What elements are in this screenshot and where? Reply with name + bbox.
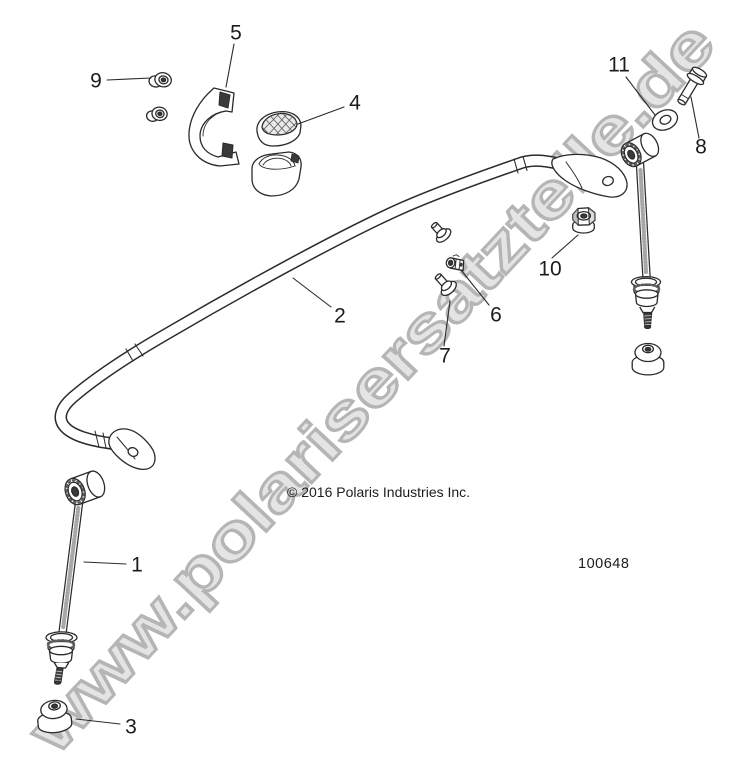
leader-line-1 <box>83 561 127 565</box>
clamp-screw-bottom <box>145 106 168 122</box>
sway-bar-right-bracket <box>551 153 628 198</box>
sway-bar-left-bracket <box>94 428 156 471</box>
leader-lines <box>75 43 700 725</box>
callout-label-2: 2 <box>334 304 346 328</box>
flange-screw <box>434 273 457 297</box>
stabilizer-link-right <box>620 132 662 330</box>
link-bushing-right <box>620 132 660 168</box>
grommet-left <box>37 699 73 734</box>
callout-label-10: 10 <box>538 257 562 281</box>
callout-label-4: 4 <box>349 91 361 115</box>
callout-label-8: 8 <box>695 135 707 159</box>
callout-label-9: 9 <box>90 69 102 93</box>
watermark-text: www.polarisersatzteile.de <box>13 7 728 766</box>
callout-label-6: 6 <box>490 303 502 327</box>
drawing-number: 100648 <box>578 556 630 572</box>
washer <box>651 109 679 131</box>
leader-line-6 <box>460 269 490 306</box>
bushing-clamp <box>188 87 240 167</box>
retainer-clip <box>445 254 465 272</box>
link-bolt <box>677 66 708 106</box>
grommet-right <box>631 342 665 376</box>
leader-line-3 <box>75 718 121 725</box>
stabilizer-link-left <box>45 470 106 685</box>
line-art <box>37 43 708 734</box>
copyright-text: © 2016 Polaris Industries Inc. <box>287 484 471 500</box>
ball-joint-left <box>45 631 78 685</box>
ball-joint-right <box>630 275 662 330</box>
callout-label-3: 3 <box>125 715 137 739</box>
callout-label-1: 1 <box>131 553 143 577</box>
clamp-screw-top <box>148 72 172 88</box>
callout-label-11: 11 <box>608 53 630 77</box>
leader-line-2 <box>292 277 332 308</box>
leader-line-9 <box>106 77 152 81</box>
bushing-lower-half <box>251 151 302 197</box>
bushing-upper-half <box>256 110 302 147</box>
flange-screw-upper <box>430 221 452 243</box>
leader-line-8 <box>690 96 700 139</box>
leader-line-4 <box>297 106 345 125</box>
leader-line-5 <box>225 43 235 88</box>
leader-line-11 <box>625 76 656 116</box>
link-bushing-left <box>64 470 106 506</box>
callout-label-7: 7 <box>439 344 451 368</box>
clamp-screws <box>145 72 172 122</box>
sway-bar <box>54 153 628 471</box>
leader-line-10 <box>551 234 579 259</box>
flange-nut <box>572 207 596 234</box>
bushing-halves <box>251 110 302 197</box>
callout-label-5: 5 <box>230 21 242 45</box>
leader-line-7 <box>443 300 451 347</box>
